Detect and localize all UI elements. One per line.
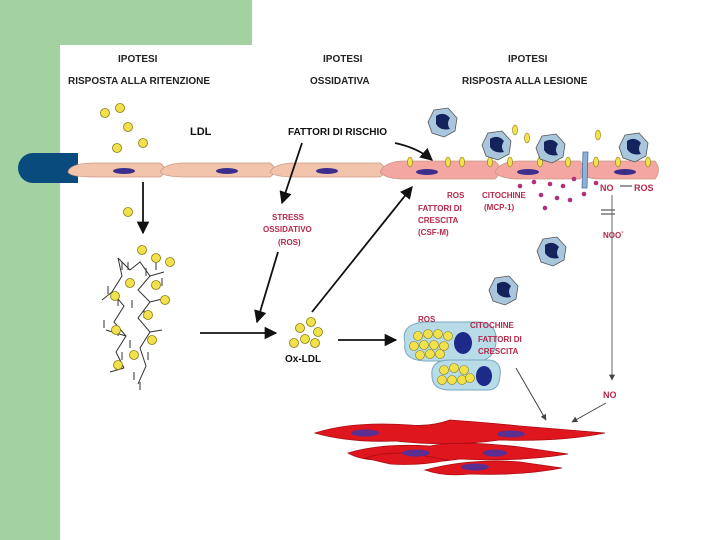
ox-ldl-cluster [289,317,323,348]
endothelium-nuclei [113,168,636,175]
arrow-oxldl-to-endothelium [311,186,413,313]
header-retention: IPOTESI RISPOSTA ALLA RITENZIONE [68,54,210,87]
arrow-risk-to-injury [394,142,433,161]
no-top-label: NO [600,183,614,193]
header-injury-line1: IPOTESI [508,54,548,65]
stress-line1: STRESS [272,213,305,222]
foam-cell-2 [431,359,501,391]
stress-line3: (ROS) [278,238,301,247]
arrow-risk-to-stress [279,142,303,205]
header-oxidative-line2: OSSIDATIVA [310,76,370,87]
smooth-muscle-nuclei [351,429,525,471]
arrow-foamcell-to-smc [515,367,547,421]
no-radical-label: NOO- [603,229,624,240]
stress-line2: OSSIDATIVO [263,225,312,234]
monocytes [427,107,649,306]
foam-cell-1 [403,321,497,362]
header-injury: IPOTESI RISPOSTA ALLA LESIONE [462,54,588,87]
header-oxidative: IPOTESI OSSIDATIVA [310,54,370,87]
slide-decor-sidebar [0,0,60,540]
cytokines-top-label: CITOCHINE [482,191,527,200]
ros-right-label: ROS [634,183,654,193]
slide-bullet [18,153,78,183]
no-ros-reaction [601,185,632,215]
header-retention-line1: IPOTESI [118,54,158,65]
ros-top-label: ROS [447,191,465,200]
header-retention-line2: RISPOSTA ALLA RITENZIONE [68,76,210,87]
arrow-stress-to-oxldl [254,251,279,324]
no-bottom-label: NO [603,390,617,400]
growth-factors-top-line1: FATTORI DI [418,204,462,213]
growth-cell-line1: FATTORI DI [478,335,522,344]
ldl-particles-free [100,103,148,153]
arrow-no-to-smc [571,402,607,423]
oxidative-stress-label: STRESS OSSIDATIVO (ROS) [263,213,312,247]
ldl-particle-migrating [123,207,133,217]
csf-m-label: (CSF-M) [418,228,449,237]
proteoglycan-matrix [101,257,167,390]
smooth-muscle-cells [313,419,606,476]
cytokines-cell-label: CITOCHINE [470,321,515,330]
growth-cell-line2: CRESCITA [478,347,519,356]
ldl-particles-retained [110,245,175,370]
ros-cell-label: ROS [418,315,436,324]
transmigrating-monocyte [581,151,589,189]
mcp1-label: (MCP-1) [484,203,515,212]
growth-factors-top-line2: CRESCITA [418,216,459,225]
injury-labels: ROS CITOCHINE (MCP-1) FATTORI DI CRESCIT… [418,183,654,240]
header-injury-line2: RISPOSTA ALLA LESIONE [462,76,588,87]
ox-ldl-label: Ox-LDL [285,354,321,365]
ldl-label: LDL [190,126,212,138]
risk-factors-label: FATTORI DI RISCHIO [288,127,387,138]
header-oxidative-line1: IPOTESI [323,54,363,65]
adhesion-molecules [407,124,651,168]
cytokine-dots [517,176,599,211]
